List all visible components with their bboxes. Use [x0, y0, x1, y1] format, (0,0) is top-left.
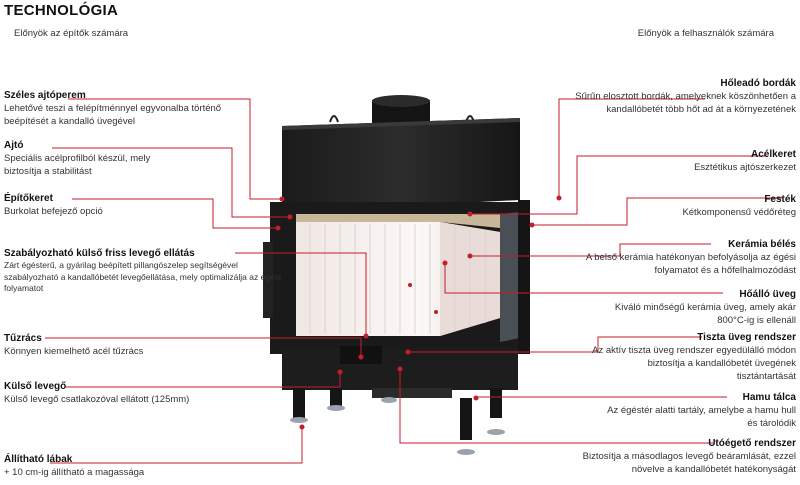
feature-title: Acélkeret — [750, 149, 796, 160]
feature-festek: Festék Kétkomponensű védőréteg — [596, 193, 796, 219]
feature-hoallo-uveg: Hőálló üveg Kiváló minőségű kerámia üveg… — [601, 288, 796, 327]
feature-szabalyozhato-levego: Szabályozható külső friss levegő ellátás… — [4, 247, 294, 295]
feature-ajto: Ajtó Speciális acélprofilból készül, mel… — [4, 139, 189, 178]
feature-title: Tiszta üveg rendszer — [697, 332, 796, 343]
feature-keramia-beles: Kerámia bélés A belső kerámia hatékonyan… — [581, 238, 796, 277]
side-glass — [500, 212, 520, 342]
feature-desc: Esztétikus ajtószerkezet — [694, 162, 796, 173]
feature-desc: Külső levegő csatlakozóval ellátott (125… — [4, 394, 190, 405]
feature-desc: Az aktív tiszta üveg rendszer egyedüláll… — [592, 345, 796, 382]
feature-acelkeret: Acélkeret Esztétikus ajtószerkezet — [596, 148, 796, 174]
feature-tiszta-uveg: Tiszta üveg rendszer Az aktív tiszta üve… — [586, 331, 796, 383]
feature-allithato-labak: Állítható lábak + 10 cm-ig állítható a m… — [4, 453, 234, 479]
feature-title: Hamu tálca — [742, 392, 796, 403]
feature-desc: + 10 cm-ig állítható a magassága — [4, 467, 145, 478]
feature-title: Hőálló üveg — [739, 289, 796, 300]
feature-title: Építőkeret — [4, 193, 53, 204]
subtitle-users: Előnyök a felhasználók számára — [637, 28, 774, 39]
feature-title: Kerámia bélés — [728, 239, 796, 250]
feature-kulso-levego: Külső levegő Külső levegő csatlakozóval … — [4, 380, 234, 406]
feature-desc: A belső kerámia hatékonyan befolyásolja … — [585, 252, 796, 276]
feature-desc: Könnyen kiemelhető acél tűzrács — [4, 346, 144, 357]
ash-tray — [372, 388, 452, 398]
feature-title: Szabályozható külső friss levegő ellátás — [4, 248, 195, 259]
feature-szeles-ajtoperem: Széles ajtóperem Lehetővé teszi a felépí… — [4, 89, 234, 128]
fireplace-top-housing — [282, 118, 520, 212]
feature-title: Állítható lábak — [4, 454, 73, 465]
feature-tuzracs: Tűzrács Könnyen kiemelhető acél tűzrács — [4, 332, 234, 358]
feature-title: Utóégető rendszer — [708, 438, 796, 449]
feature-epitokeret: Építőkeret Burkolat befejező opció — [4, 192, 204, 218]
feature-title: Festék — [764, 194, 796, 205]
feature-hamu-talca: Hamu tálca Az égéstér alatti tartály, am… — [596, 391, 796, 430]
feature-desc: Kiváló minőségű kerámia üveg, amely akár… — [614, 302, 796, 326]
feature-desc: Zárt égésterű, a gyárilag beépített pill… — [4, 260, 281, 293]
feature-title: Hőleadó bordák — [720, 78, 796, 89]
feature-title: Széles ajtóperem — [4, 90, 86, 101]
feature-holeado-bordak: Hőleadó bordák Sűrűn elosztott bordák, a… — [551, 77, 796, 116]
feature-utoegeto-rendszer: Utóégető rendszer Biztosítja a másodlago… — [556, 437, 796, 476]
feature-desc: Az égéstér alatti tartály, amelybe a ham… — [607, 405, 796, 429]
feature-desc: Speciális acélprofilból készül, mely biz… — [4, 153, 151, 177]
feature-desc: Burkolat befejező opció — [4, 206, 103, 217]
feature-desc: Kétkomponensű védőréteg — [682, 207, 796, 218]
subtitle-builders: Előnyök az építők számára — [14, 28, 129, 39]
feature-title: Külső levegő — [4, 381, 67, 392]
feature-title: Tűzrács — [4, 333, 42, 344]
feature-desc: Sűrűn elosztott bordák, amelyeknek köszö… — [575, 91, 796, 115]
feature-desc: Lehetővé teszi a felépítménnyel egyvonal… — [4, 103, 222, 127]
feature-desc: Biztosítja a másodlagos levegő beáramlás… — [582, 451, 796, 475]
page-title: TECHNOLÓGIA — [4, 2, 119, 19]
feature-title: Ajtó — [4, 140, 24, 151]
